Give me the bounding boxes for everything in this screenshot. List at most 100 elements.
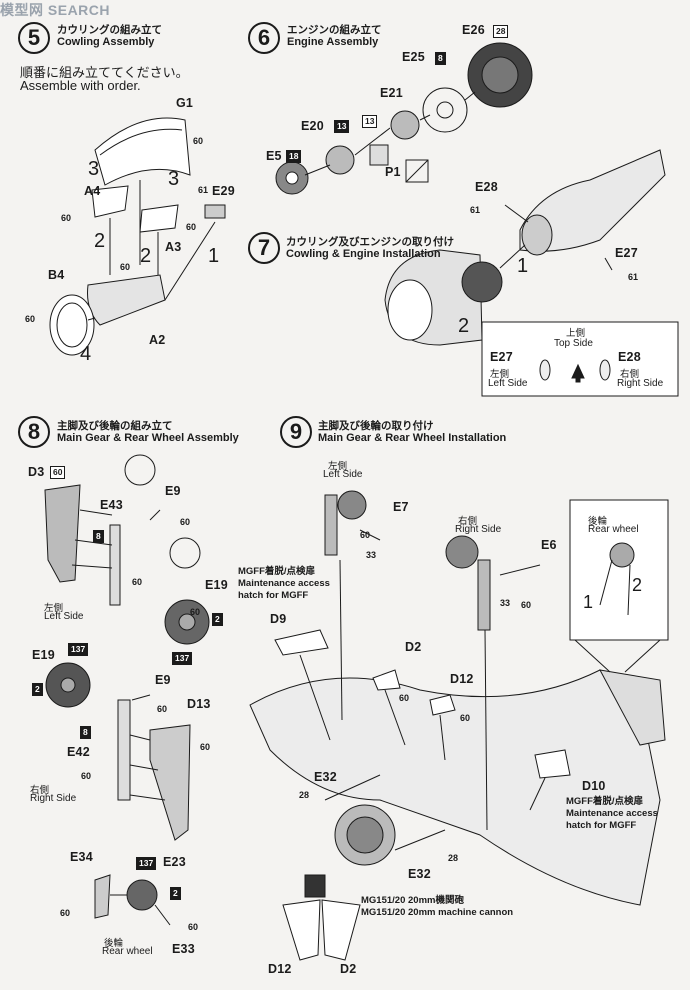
step-7-title-en: Cowling & Engine Installation xyxy=(286,248,441,260)
part-E9-right: E9 xyxy=(155,673,171,687)
part-E20: E20 xyxy=(301,119,324,133)
part-D10: D10 xyxy=(582,779,606,793)
right-side-en: Right Side xyxy=(617,378,664,389)
orientation-E27: E27 xyxy=(490,350,513,364)
rear-order-2: 2 xyxy=(632,575,643,595)
color-8-E42: 8 xyxy=(80,726,91,739)
color-60-E42: 60 xyxy=(81,771,92,781)
part-E5: E5 xyxy=(266,149,282,163)
step8-left-jp: 左側 xyxy=(44,603,64,614)
step-6-title-jp: エンジンの組み立て xyxy=(287,24,382,36)
step-9-title-en: Main Gear & Rear Wheel Installation xyxy=(318,432,507,444)
color-60-body: 60 xyxy=(120,262,131,272)
order-7-2: 2 xyxy=(458,315,470,337)
rear-wheel-box-jp: 後輪 xyxy=(588,516,608,527)
part-D12-bottom: D12 xyxy=(268,962,292,976)
step-5-number: 5 xyxy=(18,22,50,54)
top-side-en: Top Side xyxy=(554,338,593,349)
step9-left-en: Left Side xyxy=(323,469,363,480)
part-E29: E29 xyxy=(212,184,235,198)
part-A2: A2 xyxy=(149,333,166,347)
step8-right-en: Right Side xyxy=(30,793,77,804)
color-2-right: 2 xyxy=(32,683,43,696)
step-6-number: 6 xyxy=(248,22,280,54)
rear-order-1: 1 xyxy=(583,592,594,612)
color-60-E6: 60 xyxy=(521,600,532,610)
color-60-E33: 60 xyxy=(188,922,199,932)
mgff-note-2-jp: MGFF着脱/点検扉 xyxy=(566,796,644,807)
part-E42: E42 xyxy=(67,745,90,759)
mgff-note-1-jp: MGFF着脱/点検扉 xyxy=(238,566,316,577)
color-28-E32-bottom: 28 xyxy=(448,853,459,863)
color-8-E43: 8 xyxy=(93,530,104,543)
color-28-E26: 28 xyxy=(493,25,509,38)
color-137-rear: 137 xyxy=(136,857,157,870)
part-E19-left: E19 xyxy=(205,578,228,592)
step-8-title-en: Main Gear & Rear Wheel Assembly xyxy=(57,432,239,444)
part-E7: E7 xyxy=(393,500,409,514)
color-60-A3: 60 xyxy=(186,222,197,232)
mgff-note-2-en1: Maintenance access xyxy=(566,808,658,819)
part-D2: D2 xyxy=(405,640,422,654)
step9-left-jp: 左側 xyxy=(328,461,348,472)
step-6-title-en: Engine Assembly xyxy=(287,36,379,48)
part-P1: P1 xyxy=(385,165,401,179)
color-60-E34: 60 xyxy=(60,908,71,918)
color-18-E5: 18 xyxy=(286,150,302,163)
mgff-note-1-en2: hatch for MGFF xyxy=(238,590,309,601)
order-instruction-jp: 順番に組み立ててください。 xyxy=(20,66,189,81)
color-137-tire: 137 xyxy=(172,652,193,665)
order-3-left: 3 xyxy=(88,158,100,180)
part-E25: E25 xyxy=(402,50,425,64)
color-13-E20: 13 xyxy=(334,120,350,133)
color-60-B4: 60 xyxy=(25,314,36,324)
part-B4: B4 xyxy=(48,268,65,282)
part-D12: D12 xyxy=(450,672,474,686)
color-137-right: 137 xyxy=(68,643,89,656)
order-7-1: 1 xyxy=(517,255,529,277)
color-61-E29: 61 xyxy=(198,185,209,195)
orientation-E28: E28 xyxy=(618,350,641,364)
color-8-E25: 8 xyxy=(435,52,446,65)
color-60-E9: 60 xyxy=(180,517,191,527)
step9-right-en: Right Side xyxy=(455,524,502,535)
color-28-E32-top: 28 xyxy=(299,790,310,800)
order-3-right: 3 xyxy=(168,168,180,190)
color-60-A4: 60 xyxy=(61,213,72,223)
order-1: 1 xyxy=(208,245,220,267)
part-E27: E27 xyxy=(615,246,638,260)
part-E33: E33 xyxy=(172,942,195,956)
mgff-note-1-en1: Maintenance access xyxy=(238,578,330,589)
color-60-D3: 60 xyxy=(50,466,66,479)
color-60-D13: 60 xyxy=(200,742,211,752)
color-60-D2: 60 xyxy=(399,693,410,703)
part-A3: A3 xyxy=(165,240,182,254)
top-side-jp: 上側 xyxy=(566,328,586,339)
color-33-E6: 33 xyxy=(500,598,511,608)
part-E28: E28 xyxy=(475,180,498,194)
mg151-jp: MG151/20 20mm機関砲 xyxy=(361,895,464,906)
part-E32-bottom: E32 xyxy=(408,867,431,881)
part-A4: A4 xyxy=(84,184,101,198)
color-61-E28: 61 xyxy=(470,205,481,215)
order-instruction-en: Assemble with order. xyxy=(20,78,141,93)
part-E32-top: E32 xyxy=(314,770,337,784)
mg151-en: MG151/20 20mm machine cannon xyxy=(361,907,514,918)
left-side-jp: 左側 xyxy=(490,369,510,380)
left-side-en: Left Side xyxy=(488,378,528,389)
step-7-title-jp: カウリング及びエンジンの取り付け xyxy=(286,236,454,248)
order-2-left: 2 xyxy=(94,230,106,252)
color-2-wheel: 2 xyxy=(212,613,223,626)
step8-left-en: Left Side xyxy=(44,611,84,622)
part-E6: E6 xyxy=(541,538,557,552)
color-60-wheel: 60 xyxy=(190,607,201,617)
part-D9: D9 xyxy=(270,612,287,626)
step-5-title-jp: カウリングの組み立て xyxy=(57,24,162,36)
part-D13: D13 xyxy=(187,697,211,711)
part-E34: E34 xyxy=(70,850,93,864)
rear-wheel-jp: 後輪 xyxy=(104,938,124,949)
part-E43: E43 xyxy=(100,498,123,512)
color-60-D12: 60 xyxy=(460,713,471,723)
part-E9: E9 xyxy=(165,484,181,498)
right-side-jp: 右側 xyxy=(620,369,640,380)
